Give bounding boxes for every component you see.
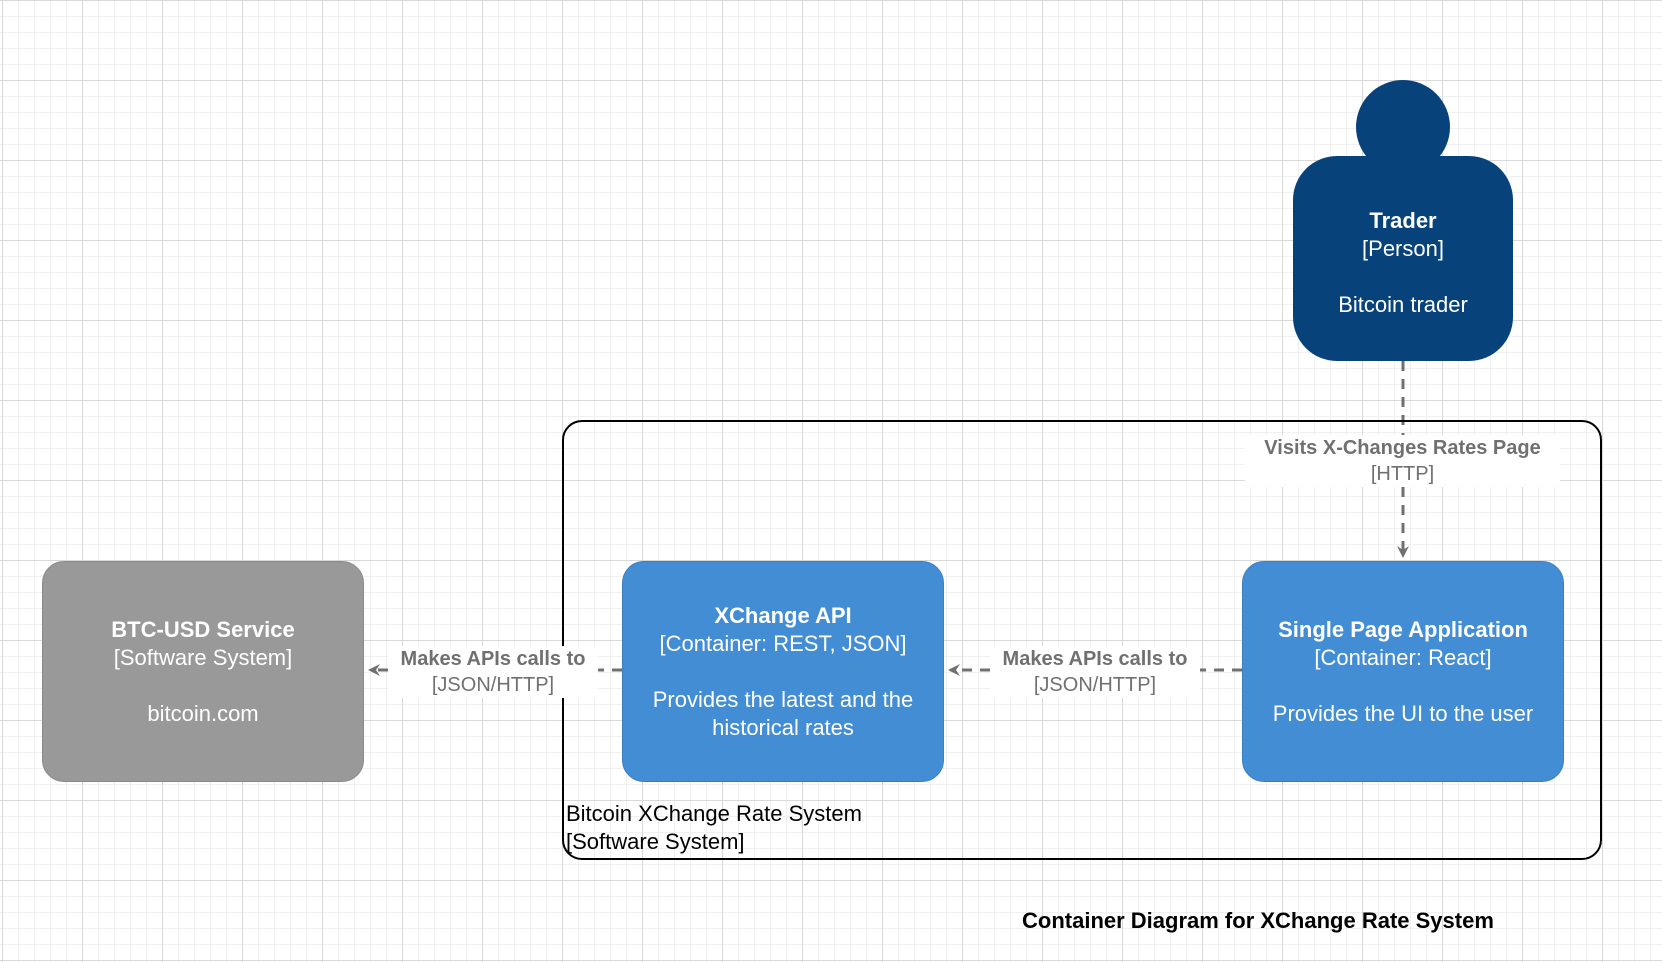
api-to-external-label-text: Makes APIs calls to: [400, 648, 586, 670]
spa-container-box[interactable]: Single Page Application [Container: Reac…: [1242, 561, 1564, 782]
boundary-name: Bitcoin XChange Rate System: [566, 801, 862, 826]
spa-type: [Container: React]: [1314, 644, 1492, 670]
btc-usd-service-box[interactable]: BTC-USD Service [Software System] bitcoi…: [42, 561, 364, 782]
api-type: [Container: REST, JSON]: [659, 630, 907, 656]
spa-to-api-technology: [JSON/HTTP]: [1033, 674, 1157, 696]
system-boundary[interactable]: [562, 420, 1602, 860]
external-system-description: bitcoin.com: [147, 700, 259, 726]
external-system-name: BTC-USD Service: [111, 616, 295, 642]
spa-to-api-label: Makes APIs calls to [JSON/HTTP]: [990, 646, 1200, 698]
system-boundary-label: Bitcoin XChange Rate System [Software Sy…: [566, 800, 862, 856]
api-description-line-1: Provides the latest and the: [652, 686, 914, 712]
trader-to-spa-label-text: Visits X-Changes Rates Page: [1264, 437, 1541, 459]
external-system-type: [Software System]: [113, 644, 293, 670]
spa-description: Provides the UI to the user: [1272, 700, 1534, 726]
api-container-box[interactable]: XChange API [Container: REST, JSON] Prov…: [622, 561, 944, 782]
trader-to-spa-technology: [HTTP]: [1370, 463, 1435, 485]
api-to-external-technology: [JSON/HTTP]: [431, 674, 555, 696]
api-name: XChange API: [714, 602, 852, 628]
person-type: [Person]: [1362, 235, 1444, 261]
api-description-line-2: historical rates: [712, 714, 854, 740]
trader-to-spa-label: Visits X-Changes Rates Page [HTTP]: [1245, 435, 1560, 487]
person-name: Trader: [1369, 207, 1437, 233]
diagram-title: Container Diagram for XChange Rate Syste…: [1022, 908, 1494, 933]
boundary-type: [Software System]: [566, 829, 745, 854]
spa-name: Single Page Application: [1278, 616, 1528, 642]
person-description: Bitcoin trader: [1338, 291, 1468, 317]
spa-to-api-label-text: Makes APIs calls to: [1002, 648, 1188, 670]
person-text: Trader [Person] Bitcoin trader: [1293, 156, 1513, 361]
api-to-external-label: Makes APIs calls to [JSON/HTTP]: [388, 646, 598, 698]
person-body: [1293, 156, 1513, 361]
